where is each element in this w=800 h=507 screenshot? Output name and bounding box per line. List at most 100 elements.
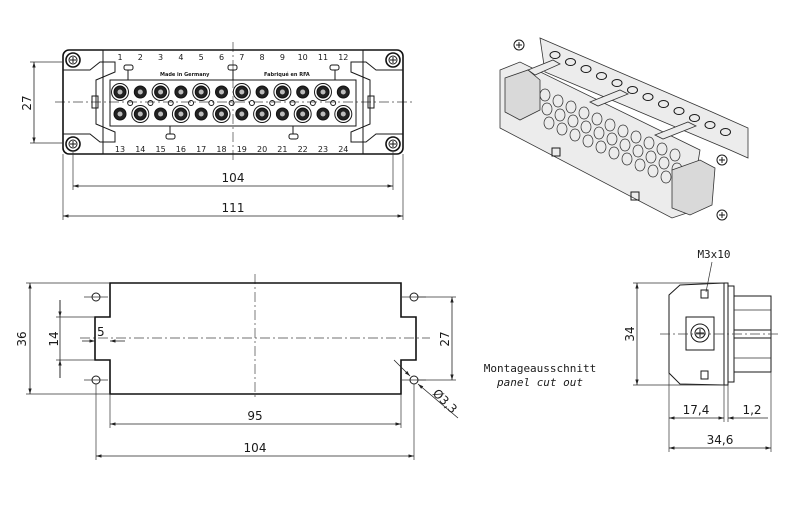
pin-number-label: 1 — [117, 53, 122, 62]
mounting-hole-icon — [84, 292, 108, 302]
spacer-dot — [309, 100, 316, 106]
dim-104-top: 104 — [222, 171, 245, 185]
pin-number-label: 10 — [298, 53, 308, 62]
contact-socket — [171, 105, 190, 123]
side-view: M3x10 34 17,4 1,2 34,6 — [623, 248, 780, 452]
iso-hole — [556, 122, 568, 136]
iso-hole — [617, 124, 629, 138]
caption-panel-cut-out: panel cut out — [496, 376, 583, 389]
iso-hole — [647, 164, 659, 178]
coding-pin-icon — [165, 126, 176, 140]
spacer-dot — [228, 100, 235, 106]
spacer-dot — [289, 100, 296, 106]
iso-hole — [673, 107, 685, 115]
iso-crossbar — [589, 89, 629, 107]
pin-number-label: 3 — [158, 53, 163, 62]
iso-screw-icon — [716, 154, 728, 166]
contact-socket — [275, 107, 289, 121]
iso-hole — [541, 102, 553, 116]
contact-socket — [316, 107, 330, 121]
pin-number-label: 17 — [196, 145, 206, 154]
mounting-hole-icon — [84, 375, 108, 385]
spacer-dot — [147, 100, 154, 106]
iso-hole — [578, 106, 590, 120]
pin-number-label: 23 — [318, 145, 328, 154]
dim-14: 14 — [47, 331, 61, 346]
spacer-dot — [330, 100, 337, 106]
iso-left-block — [504, 69, 541, 121]
contact-socket — [334, 105, 353, 123]
spacer-dot — [127, 100, 134, 106]
iso-screw-icon — [716, 209, 728, 221]
spacer-dot — [208, 100, 215, 106]
pin-number-label: 7 — [239, 53, 244, 62]
coding-pin-icon — [288, 126, 299, 140]
corner-screw-icon — [65, 52, 81, 68]
dim-diameter: Ø3,3 — [430, 386, 460, 416]
pin-number-label: 12 — [338, 53, 348, 62]
iso-hole — [552, 94, 564, 108]
iso-hole — [630, 130, 642, 144]
contact-socket — [154, 107, 168, 121]
iso-hole — [611, 79, 623, 87]
iso-hole — [591, 112, 603, 126]
coding-pin-icon — [329, 64, 340, 80]
screw-label-m3x10: M3x10 — [697, 248, 730, 261]
iso-hole — [656, 142, 668, 156]
iso-hole — [596, 72, 607, 80]
dim-1-2: 1,2 — [742, 403, 761, 417]
spacer-dot — [167, 100, 174, 106]
contact-socket — [296, 85, 310, 99]
iso-hole — [565, 100, 577, 114]
fabrique-en-rfa-label: Fabriqué en RFA — [264, 71, 310, 78]
iso-hole — [608, 146, 620, 160]
panel-cutout-view: 36 14 5 27 Ø3,3 95 104 Montageausschnitt — [15, 274, 596, 460]
iso-hole — [645, 150, 657, 164]
contact-socket — [174, 85, 188, 99]
pin-number-label: 21 — [277, 145, 287, 154]
spacer-dot — [248, 100, 255, 106]
contact-socket — [192, 83, 211, 101]
contact-socket — [215, 85, 228, 99]
pin-number-label: 8 — [260, 53, 265, 62]
iso-foot — [630, 191, 640, 201]
side-lug — [700, 370, 709, 380]
contact-socket — [133, 85, 147, 99]
corner-screw-icon — [385, 52, 401, 68]
corner-screw-icon — [385, 136, 401, 152]
contact-socket — [131, 105, 150, 123]
iso-crossbar — [654, 121, 697, 140]
pin-number-label: 20 — [257, 145, 267, 154]
spacer-dot — [188, 100, 195, 106]
pin-number-label: 22 — [298, 145, 308, 154]
dim-line-diameter — [393, 359, 411, 377]
side-screw-block — [685, 316, 715, 351]
dim-5: 5 — [97, 325, 105, 339]
spacer-dot — [269, 100, 276, 106]
contact-socket — [336, 85, 350, 99]
corner-screw-icon — [65, 136, 81, 152]
dim-34: 34 — [623, 326, 637, 341]
dim-27: 27 — [20, 95, 34, 110]
pin-number-label: 6 — [219, 53, 224, 62]
iso-hole — [643, 136, 655, 150]
side-lug — [700, 289, 709, 299]
iso-hole — [543, 116, 555, 130]
iso-top-holes — [549, 51, 731, 136]
dim-34-6: 34,6 — [707, 433, 734, 447]
dim-95: 95 — [247, 409, 262, 423]
side-screw-icon — [690, 323, 710, 343]
contact-socket — [151, 83, 170, 101]
contact-socket — [111, 83, 129, 101]
pin-number-label: 15 — [156, 145, 166, 154]
iso-hole — [595, 140, 607, 154]
iso-front-holes — [539, 88, 685, 190]
pin-number-label: 4 — [178, 53, 183, 62]
contact-socket — [212, 105, 231, 123]
contact-socket — [232, 83, 251, 101]
iso-hole — [554, 108, 566, 122]
iso-hole — [604, 118, 616, 132]
caption-montageausschnitt: Montageausschnitt — [484, 362, 597, 375]
